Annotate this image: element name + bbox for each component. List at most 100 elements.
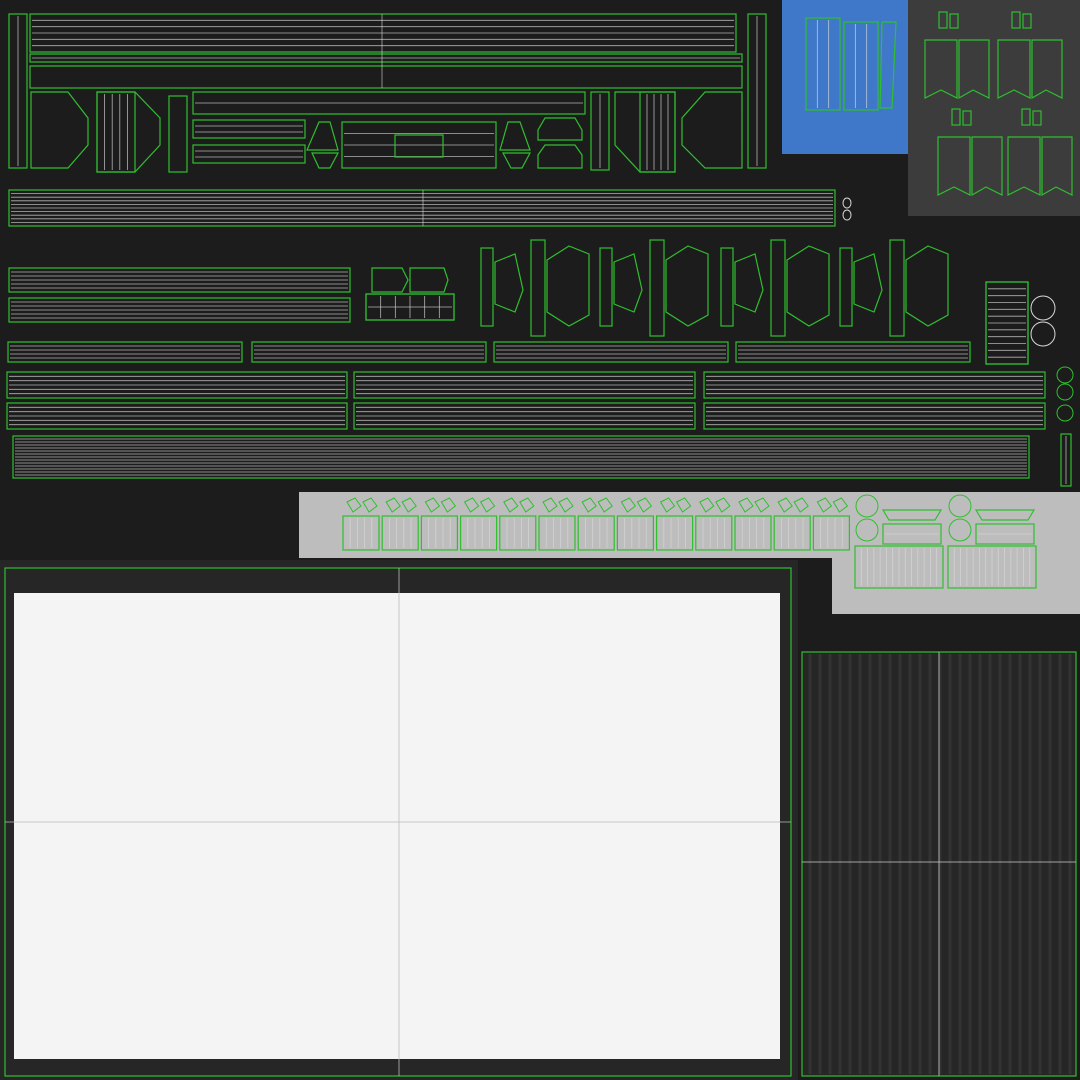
uv-island <box>420 515 458 551</box>
uv-island <box>1041 136 1073 197</box>
uv-island <box>597 497 613 513</box>
uv-island <box>971 136 1003 197</box>
uv-island <box>493 341 729 363</box>
uv-island <box>842 209 852 221</box>
uv-island <box>773 515 811 551</box>
uv-island <box>463 497 480 513</box>
uv-island <box>479 497 496 513</box>
uv-island <box>842 197 852 209</box>
uv-island <box>938 11 948 29</box>
uv-island <box>381 515 419 551</box>
uv-island <box>949 13 959 29</box>
uv-island <box>1031 39 1063 100</box>
uv-island <box>342 515 380 551</box>
uv-island <box>639 91 676 173</box>
uv-island <box>1030 295 1056 321</box>
uv-island <box>786 245 830 327</box>
uv-island <box>1022 13 1032 29</box>
uv-island <box>948 518 972 542</box>
uv-island <box>494 253 524 313</box>
uv-island <box>734 515 772 551</box>
uv-island <box>882 523 942 545</box>
uv-island <box>1060 433 1072 487</box>
uv-island <box>7 341 243 363</box>
uv-island <box>974 509 1036 521</box>
uv-island <box>735 341 971 363</box>
uv-island <box>30 91 89 169</box>
uv-island <box>29 65 743 89</box>
uv-island <box>371 267 409 293</box>
uv-island <box>29 53 743 63</box>
uv-island <box>440 497 457 513</box>
uv-island <box>394 134 444 158</box>
uv-island <box>659 497 676 513</box>
uv-island <box>460 515 498 551</box>
uv-island <box>738 497 754 513</box>
uv-island <box>655 515 694 551</box>
uv-island <box>720 247 734 327</box>
uv-island <box>620 497 637 513</box>
uv-island <box>675 497 692 513</box>
uv-island <box>537 144 583 169</box>
uv-island <box>581 497 597 513</box>
uv-island <box>192 119 306 139</box>
uv-island <box>168 95 188 173</box>
uv-island <box>251 341 487 363</box>
uv-island <box>8 13 28 169</box>
uv-island <box>855 518 879 542</box>
uv-island <box>937 136 971 196</box>
uv-island <box>519 497 535 513</box>
uv-island <box>192 91 586 115</box>
uv-island <box>341 121 497 169</box>
uv-island <box>503 497 519 513</box>
uv-island <box>362 497 378 513</box>
uv-island <box>616 515 655 551</box>
uv-island <box>409 267 449 293</box>
uv-island <box>962 110 972 126</box>
uv-island <box>1032 110 1042 126</box>
uv-island <box>985 281 1029 365</box>
uv-island <box>855 494 879 518</box>
white-panel <box>14 593 780 1059</box>
uv-island <box>577 515 615 551</box>
uv-island <box>311 152 339 169</box>
uv-island <box>546 245 590 327</box>
uv-island <box>192 144 306 164</box>
uv-island <box>905 245 949 327</box>
uv-island <box>853 253 883 313</box>
uv-island <box>599 247 613 327</box>
uv-island <box>997 39 1031 99</box>
uv-island <box>947 545 1037 589</box>
uv-island <box>1056 404 1074 422</box>
uv-island <box>480 247 494 327</box>
uv-island <box>6 402 348 430</box>
uv-island <box>8 297 351 323</box>
uv-island <box>948 494 972 518</box>
uv-island <box>401 497 417 513</box>
uv-island <box>8 189 836 227</box>
uv-island <box>8 267 351 293</box>
uv-island <box>854 545 944 589</box>
uv-island <box>96 91 136 173</box>
uv-island <box>681 91 743 169</box>
uv-island <box>353 402 696 430</box>
uv-island-blue <box>805 17 841 111</box>
uv-island <box>770 239 786 337</box>
uv-island <box>29 13 737 53</box>
uv-island <box>832 497 849 513</box>
uv-island <box>665 245 709 327</box>
uv-island <box>695 515 733 551</box>
uv-island <box>6 371 348 399</box>
uv-island <box>958 39 990 100</box>
uv-island <box>924 39 958 99</box>
uv-island <box>1011 11 1021 29</box>
uv-island <box>1056 383 1074 401</box>
uv-island <box>636 497 653 513</box>
uv-island <box>747 13 767 169</box>
uv-island <box>502 152 531 169</box>
uv-island <box>499 515 537 551</box>
uv-island <box>424 497 441 513</box>
uv-island <box>1056 366 1074 384</box>
uv-island <box>975 523 1035 545</box>
